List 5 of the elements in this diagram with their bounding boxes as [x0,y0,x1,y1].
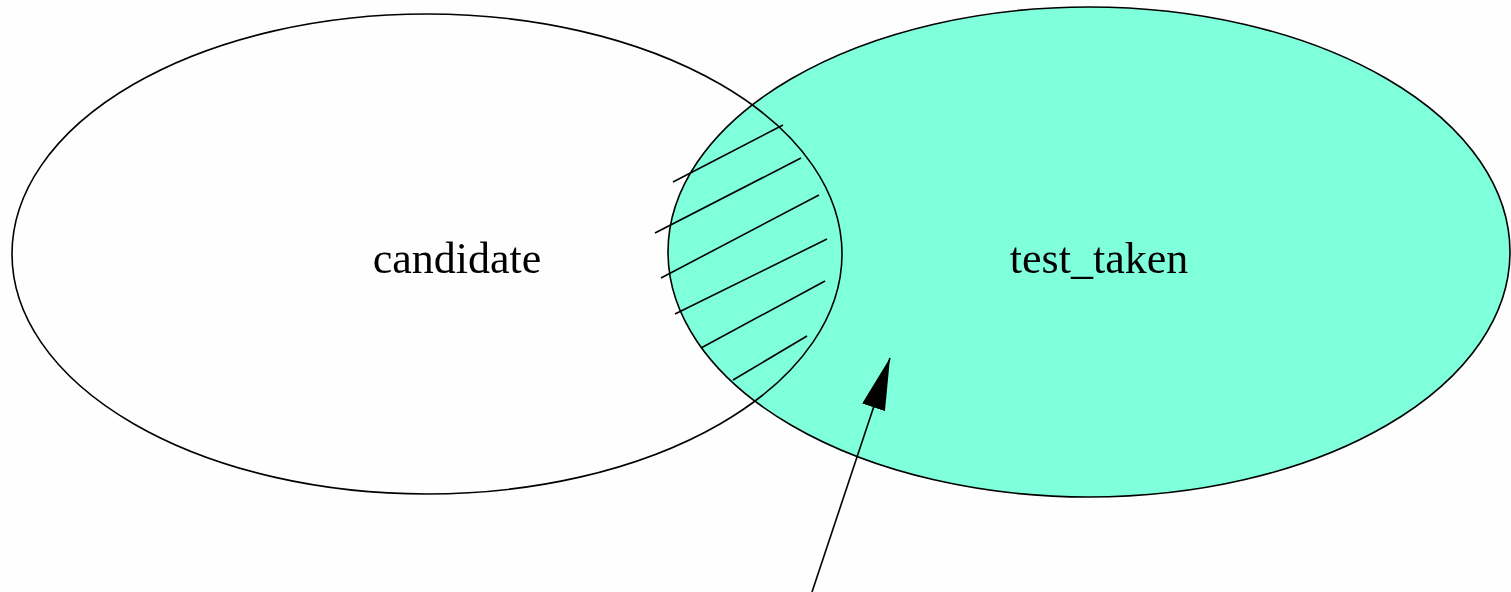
set-ellipse [12,14,842,494]
set-ellipse [668,7,1510,497]
arrow [811,357,891,592]
set-label: test_taken [1009,232,1189,284]
set-label: candidate [372,232,542,284]
